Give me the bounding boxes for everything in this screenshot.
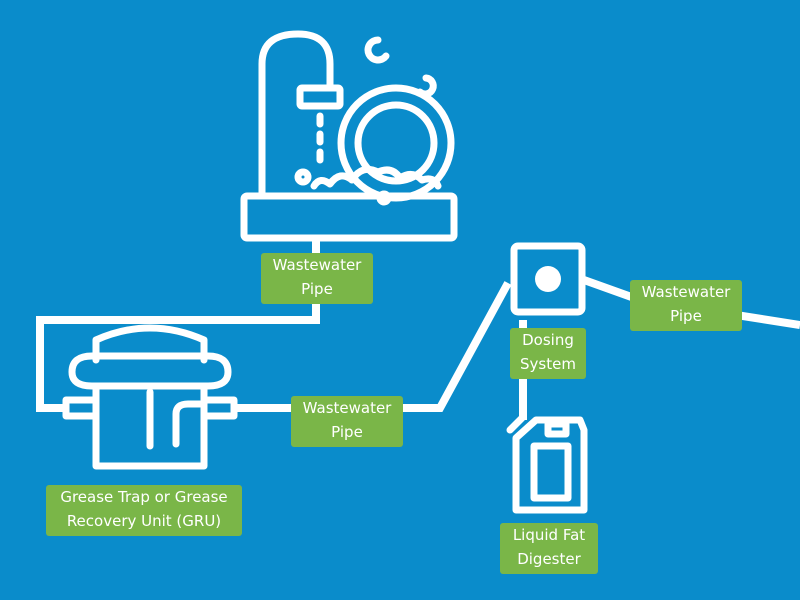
label-pipe-right-line2: Pipe bbox=[670, 307, 702, 325]
label-pipe-sink: Wastewater Pipe bbox=[261, 253, 373, 304]
label-grease-trap-line2: Recovery Unit (GRU) bbox=[66, 512, 222, 530]
label-dosing-line1: Dosing bbox=[522, 331, 574, 349]
label-pipe-sink-line1: Wastewater bbox=[272, 256, 362, 274]
label-dosing-system: Dosing System bbox=[510, 328, 586, 379]
dosing-pump-icon bbox=[510, 242, 586, 316]
grease-trap-icon bbox=[62, 324, 238, 470]
label-digester-line2: Digester bbox=[517, 550, 581, 568]
label-liquid-fat-digester: Liquid Fat Digester bbox=[500, 523, 598, 574]
sink-icon bbox=[240, 30, 458, 242]
label-pipe-middle: Wastewater Pipe bbox=[291, 396, 403, 447]
label-pipe-right-line1: Wastewater bbox=[641, 283, 731, 301]
liquid-canister-icon bbox=[506, 414, 588, 514]
label-grease-trap-line1: Grease Trap or Grease bbox=[60, 488, 228, 506]
label-pipe-middle-line1: Wastewater bbox=[302, 399, 392, 417]
label-grease-trap: Grease Trap or Grease Recovery Unit (GRU… bbox=[46, 485, 242, 536]
label-digester-line1: Liquid Fat bbox=[512, 526, 586, 544]
label-pipe-right: Wastewater Pipe bbox=[630, 280, 742, 331]
label-pipe-sink-line2: Pipe bbox=[301, 280, 333, 298]
label-pipe-middle-line2: Pipe bbox=[331, 423, 363, 441]
label-dosing-line2: System bbox=[520, 355, 576, 373]
